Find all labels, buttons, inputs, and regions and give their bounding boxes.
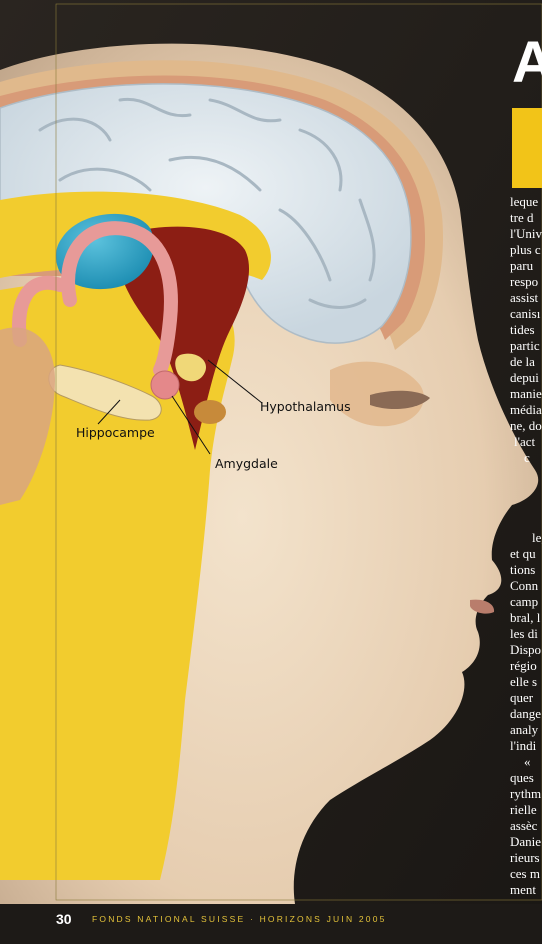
article-line: média <box>510 402 542 418</box>
article-line: régio <box>510 658 537 674</box>
article-line: c <box>524 450 530 466</box>
article-line: ne, do <box>510 418 542 434</box>
article-line: tides <box>510 322 535 338</box>
article-line: tions <box>510 562 535 578</box>
label-hippocampe: Hippocampe <box>76 425 155 440</box>
page-footer <box>0 904 542 944</box>
article-line: manie <box>510 386 542 402</box>
article-line: quer <box>510 690 533 706</box>
article-line: « <box>524 754 531 770</box>
article-line: dange <box>510 706 541 722</box>
article-line: Danie <box>510 834 541 850</box>
article-line: et qu <box>510 546 536 562</box>
article-line: bral, l <box>510 610 540 626</box>
article-line: le, <box>532 530 542 546</box>
article-line: ces m <box>510 866 540 882</box>
article-line: ques <box>510 770 534 786</box>
article-line: les di <box>510 626 538 642</box>
article-line: ment <box>510 882 536 898</box>
article-line: plus c <box>510 242 541 258</box>
article-line: leque <box>510 194 538 210</box>
article-line: rythm <box>510 786 541 802</box>
headline-letter: A <box>512 34 542 92</box>
article-line: elle s <box>510 674 537 690</box>
article-line: de la <box>510 354 535 370</box>
article-line: l'Univ <box>510 226 542 242</box>
label-amygdale: Amygdale <box>215 456 278 471</box>
article-line: l'act <box>514 434 535 450</box>
article-line: canisı <box>510 306 540 322</box>
article-line: partic <box>510 338 540 354</box>
article-line: paru <box>510 258 533 274</box>
article-line: camp <box>510 594 538 610</box>
article-line: rielle <box>510 802 537 818</box>
article-line: Conn <box>510 578 538 594</box>
article-line: rieurs <box>510 850 540 866</box>
article-line: depui <box>510 370 539 386</box>
article-line: assist <box>510 290 538 306</box>
article-line: l'indi <box>510 738 536 754</box>
page-number: 30 <box>56 911 72 927</box>
article-line: Dispo <box>510 642 541 658</box>
pituitary <box>194 400 226 424</box>
drop-cap-block <box>512 108 542 188</box>
running-foot: FONDS NATIONAL SUISSE · HORIZONS JUIN 20… <box>92 914 387 924</box>
article-line: analy <box>510 722 538 738</box>
label-hypothalamus: Hypothalamus <box>260 399 351 414</box>
article-line: assèc <box>510 818 537 834</box>
amygdala <box>151 371 179 399</box>
article-line: respo <box>510 274 538 290</box>
article-line: tre d <box>510 210 533 226</box>
